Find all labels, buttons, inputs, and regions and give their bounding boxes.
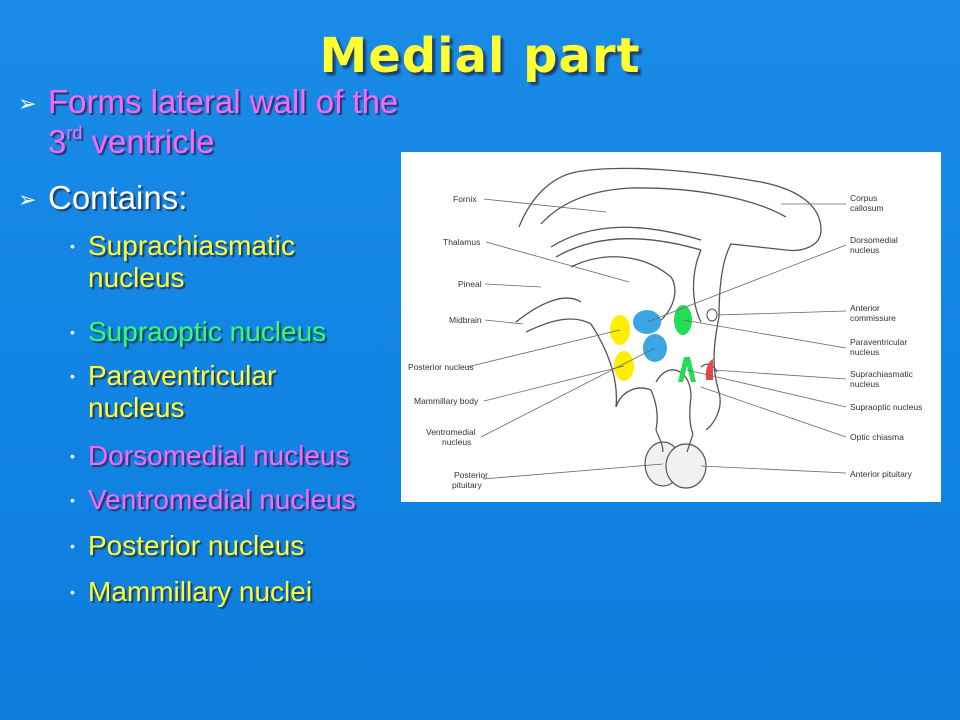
- sub-bullet-suprachiasmatic: • Suprachiasmatic nucleus: [18, 230, 358, 294]
- label-pineal: Pineal: [458, 279, 482, 289]
- sub-bullet-text: Dorsomedial nucleus: [88, 440, 350, 471]
- hypothalamus-diagram-svg: Fornix Thalamus Pineal Midbrain Posterio…: [408, 167, 922, 490]
- label-anterior-pituitary: Anterior pituitary: [850, 469, 913, 479]
- bullet-text: Contains:: [48, 179, 188, 216]
- dot-bullet-icon: •: [70, 238, 75, 254]
- bullet-contains: ➢ Contains:: [18, 178, 408, 218]
- label-posterior-pituitary-1: Posterior: [454, 470, 488, 480]
- superscript: rd: [66, 123, 83, 143]
- label-suprachiasmatic-1: Suprachiasmatic: [850, 369, 914, 379]
- sub-bullet-text: Paraventricular nucleus: [88, 360, 277, 423]
- brain-outline: [515, 167, 822, 435]
- bullet-forms-lateral-wall: ➢ Forms lateral wall of the 3rd ventricle: [18, 82, 408, 162]
- label-corpus-callosum-1: Corpus: [850, 193, 877, 203]
- dot-bullet-icon: •: [70, 368, 75, 384]
- label-anterior-commissure-1: Anterior: [850, 303, 880, 313]
- label-paraventricular-2: nucleus: [850, 347, 879, 357]
- label-corpus-callosum-2: callosum: [850, 203, 884, 213]
- hypothalamus-diagram: Fornix Thalamus Pineal Midbrain Posterio…: [401, 152, 941, 502]
- sub-bullet-posterior: • Posterior nucleus: [18, 530, 408, 562]
- label-paraventricular-1: Paraventricular: [850, 337, 907, 347]
- label-suprachiasmatic-2: nucleus: [850, 379, 879, 389]
- dot-bullet-icon: •: [70, 584, 75, 600]
- sub-bullet-text: Suprachiasmatic nucleus: [88, 230, 295, 293]
- arrow-bullet-icon: ➢: [18, 187, 37, 212]
- sub-bullet-text: Ventromedial nucleus: [88, 484, 356, 515]
- sub-bullet-ventromedial: • Ventromedial nucleus: [18, 484, 408, 516]
- arrow-bullet-icon: ➢: [18, 91, 37, 116]
- label-dorsomedial-2: nucleus: [850, 245, 879, 255]
- bullet-text: Forms lateral wall of the 3: [48, 83, 399, 160]
- dot-bullet-icon: •: [70, 448, 75, 464]
- label-anterior-commissure-2: commissure: [850, 313, 896, 323]
- suprachiasmatic-nucleus-shape: [705, 359, 713, 380]
- supraoptic-nucleus-shape: [678, 357, 696, 382]
- dot-bullet-icon: •: [70, 324, 75, 340]
- sub-bullet-dorsomedial: • Dorsomedial nucleus: [18, 440, 408, 472]
- label-optic-chiasma: Optic chiasma: [850, 432, 904, 442]
- label-fornix: Fornix: [453, 194, 477, 204]
- slide-title: Medial part: [319, 28, 641, 84]
- label-midbrain: Midbrain: [449, 315, 482, 325]
- label-supraoptic: Supraoptic nucleus: [850, 402, 922, 412]
- anterior-commissure-shape: [706, 308, 718, 322]
- label-thalamus: Thalamus: [443, 237, 480, 247]
- dot-bullet-icon: •: [70, 538, 75, 554]
- label-mammillary-body: Mammillary body: [414, 396, 479, 406]
- sub-bullet-text: Mammillary nuclei: [88, 576, 313, 607]
- dot-bullet-icon: •: [70, 492, 75, 508]
- label-posterior-pituitary-2: pituitary: [452, 480, 483, 490]
- sub-bullet-text: Posterior nucleus: [88, 530, 305, 561]
- label-ventromedial-2: nucleus: [442, 437, 471, 447]
- label-ventromedial-1: Ventromedial: [426, 427, 476, 437]
- sub-bullet-paraventricular: • Paraventricular nucleus: [18, 360, 358, 424]
- label-posterior-nucleus: Posterior nucleus: [408, 362, 474, 372]
- bullet-list: ➢ Forms lateral wall of the 3rd ventricle…: [18, 82, 408, 608]
- sub-bullet-text: Supraoptic nucleus: [88, 316, 327, 347]
- bullet-text-tail: ventricle: [82, 123, 215, 160]
- label-dorsomedial-1: Dorsomedial: [850, 235, 898, 245]
- leader-lines: [466, 198, 847, 480]
- sub-bullet-supraoptic: • Supraoptic nucleus: [18, 316, 408, 348]
- pituitary-gland: [644, 429, 707, 489]
- sub-bullet-mammillary: • Mammillary nuclei: [18, 576, 408, 608]
